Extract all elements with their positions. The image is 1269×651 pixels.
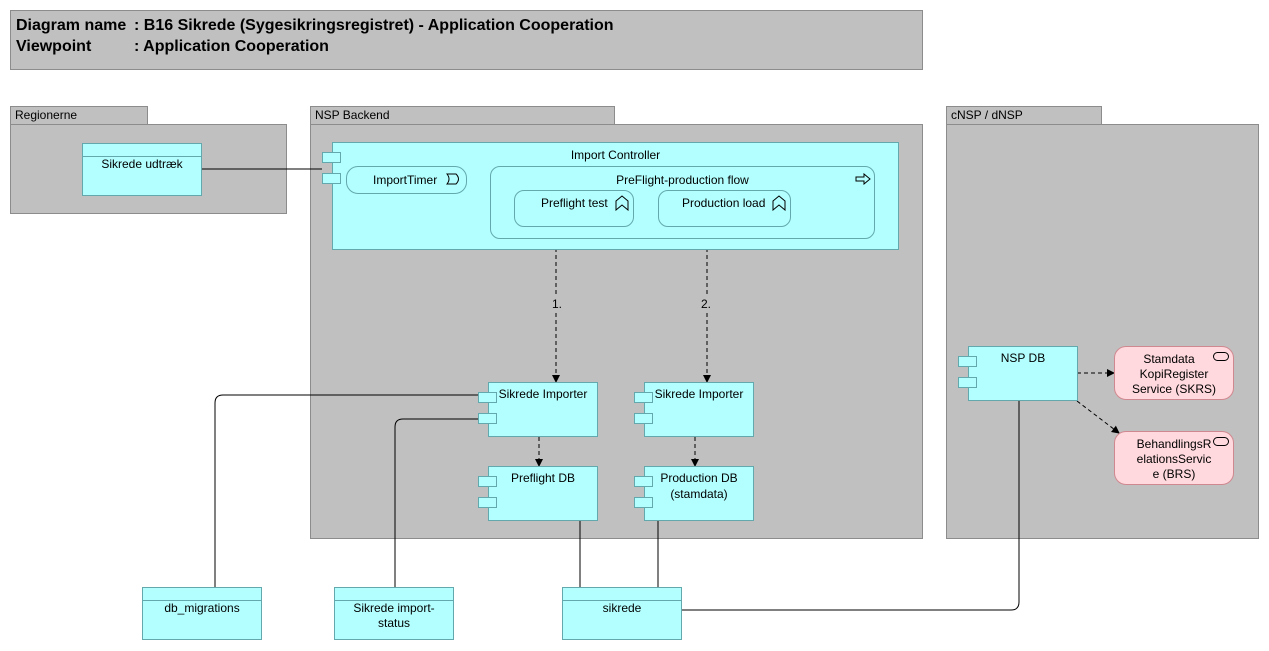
skrs-label-1: Stamdata	[1143, 352, 1195, 366]
edge-nspdb-brs	[1076, 400, 1120, 434]
nsp-db-port-bottom	[958, 377, 977, 388]
sikrede-udtraek-label: Sikrede udtræk	[101, 157, 183, 171]
sikrede-importer-2-label: Sikrede Importer	[654, 387, 744, 401]
edge-importer1-dbmigrations	[214, 394, 478, 587]
process-arrow-icon	[855, 173, 871, 185]
diagram-name-value: : B16 Sikrede (Sygesikringsregistret) - …	[134, 17, 614, 34]
preflight-db-label: Preflight DB	[510, 471, 576, 485]
preflight-test-label: Preflight test	[541, 196, 608, 210]
import-timer[interactable]: ImportTimer	[346, 166, 467, 194]
production-db[interactable]: Production DB (stamdata)	[644, 466, 754, 521]
import-status-label-2: status	[377, 616, 410, 630]
edge-importer1-importstatus	[394, 418, 478, 587]
group-regionerne-tab[interactable]: Regionerne	[10, 106, 148, 125]
skrs-label-3: Service (SKRS)	[1131, 382, 1217, 396]
brs-label-3: e (BRS)	[1152, 467, 1196, 481]
diagram-header: Diagram name : B16 Sikrede (Sygesikringsr…	[10, 10, 923, 70]
edge-label-step2: 2.	[701, 297, 712, 311]
service-icon	[1213, 352, 1229, 361]
edge-sikrede-nspdb	[682, 401, 1020, 611]
edge-label-step1: 1.	[552, 297, 563, 311]
preflight-db-port-top	[478, 476, 497, 487]
import-status-label-1: Sikrede import-	[353, 601, 435, 615]
sikrede-importer-1-label: Sikrede Importer	[498, 387, 588, 401]
sikrede-label: sikrede	[602, 601, 642, 615]
sikrede-importer-2[interactable]: Sikrede Importer	[644, 382, 754, 437]
db-migrations[interactable]: db_migrations	[142, 587, 262, 640]
import-timer-label: ImportTimer	[373, 173, 438, 187]
skrs-service[interactable]: Stamdata KopiRegister Service (SKRS)	[1114, 346, 1234, 400]
viewpoint-row: Viewpoint : Application Cooperation	[16, 38, 329, 56]
nsp-db-label: NSP DB	[1000, 351, 1046, 365]
nsp-db[interactable]: NSP DB	[968, 346, 1078, 401]
import-controller-port-bottom	[322, 173, 341, 184]
brs-label-2: elationsServic	[1136, 452, 1212, 466]
importer-2-port-bottom	[634, 413, 653, 424]
production-load-label: Production load	[682, 196, 766, 210]
group-nsp-backend-label: NSP Backend	[315, 108, 390, 122]
sikrede-import-status[interactable]: Sikrede import- status	[334, 587, 454, 640]
production-db-label-1: Production DB	[660, 471, 738, 485]
importer-2-port-top	[634, 392, 653, 403]
production-load[interactable]: Production load	[658, 190, 791, 227]
group-regionerne-label: Regionerne	[15, 108, 78, 122]
sikrede-importer-1[interactable]: Sikrede Importer	[488, 382, 598, 437]
diagram-name-row: Diagram name : B16 Sikrede (Sygesikringsr…	[16, 17, 614, 35]
brs-service[interactable]: BehandlingsR elationsServic e (BRS)	[1114, 431, 1234, 485]
diagram-name-key: Diagram name	[16, 17, 127, 34]
sikrede-artifact[interactable]: sikrede	[562, 587, 682, 640]
event-icon	[446, 173, 459, 185]
viewpoint-key: Viewpoint	[16, 38, 92, 55]
production-db-port-top	[634, 476, 653, 487]
import-controller-label: Import Controller	[570, 148, 661, 162]
importer-1-port-top	[478, 392, 497, 403]
group-cnsp-tab[interactable]: cNSP / dNSP	[946, 106, 1102, 125]
function-icon	[615, 195, 629, 211]
brs-label-1: BehandlingsR	[1136, 437, 1212, 451]
function-icon	[772, 195, 786, 211]
service-icon	[1213, 437, 1229, 446]
nsp-db-port-top	[958, 356, 977, 367]
preflight-production-flow-label: PreFlight-production flow	[616, 173, 749, 187]
preflight-db[interactable]: Preflight DB	[488, 466, 598, 521]
viewpoint-value: : Application Cooperation	[134, 38, 329, 55]
preflight-test[interactable]: Preflight test	[514, 190, 634, 227]
skrs-label-2: KopiRegister	[1139, 367, 1209, 381]
db-migrations-label: db_migrations	[164, 601, 240, 615]
production-db-port-bottom	[634, 497, 653, 508]
sikrede-udtraek[interactable]: Sikrede udtræk	[82, 143, 202, 196]
importer-1-port-bottom	[478, 413, 497, 424]
production-db-label-2: (stamdata)	[670, 487, 728, 501]
preflight-db-port-bottom	[478, 497, 497, 508]
group-cnsp-label: cNSP / dNSP	[951, 108, 1023, 122]
group-nsp-backend-tab[interactable]: NSP Backend	[310, 106, 615, 125]
import-controller-port-top	[322, 152, 341, 163]
